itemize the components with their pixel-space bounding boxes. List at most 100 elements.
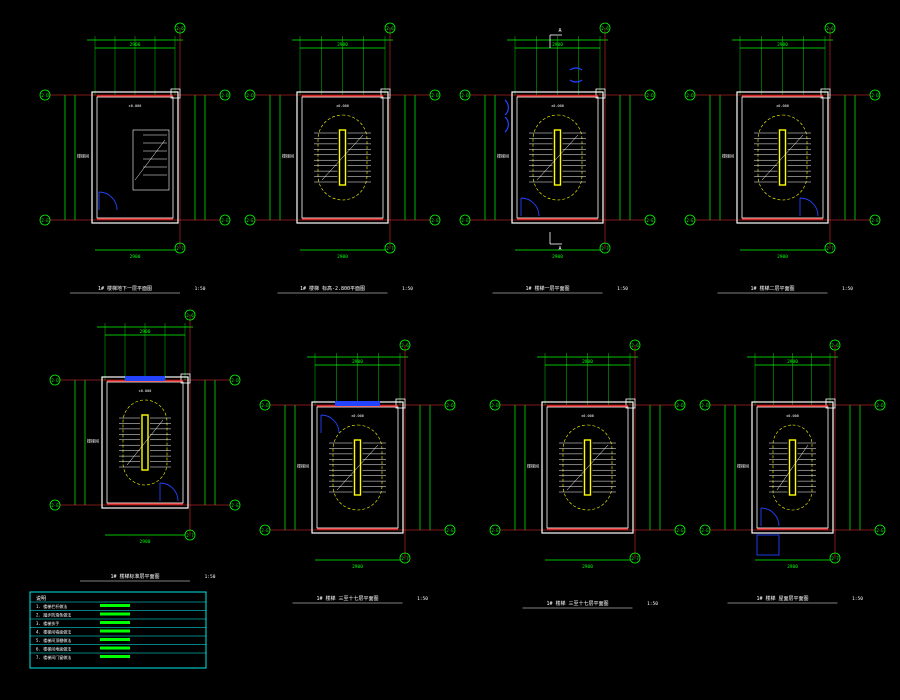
axis-bubble <box>39 214 51 226</box>
wall-outer <box>91 91 179 224</box>
axis-bubble <box>684 89 696 101</box>
axis-bubble-label: 2-E <box>676 528 684 533</box>
axis-bubble-label: 2-E <box>646 218 654 223</box>
notes-title: 说明 <box>36 595 46 602</box>
door-swing <box>320 414 340 434</box>
column <box>380 88 391 99</box>
axis-bubble <box>684 214 696 226</box>
wall-inner <box>301 96 384 219</box>
axis-bubble-label: 2-E <box>701 528 709 533</box>
notes-row-text: 7. 楼梯间门窗做法 <box>36 654 71 660</box>
dim-text-bottom: 2900 <box>552 254 563 260</box>
break-line <box>761 134 804 181</box>
axis-bubble <box>244 89 256 101</box>
room-label: 楼梯间 <box>722 153 734 159</box>
break-line <box>126 419 164 466</box>
axis-bubble <box>829 339 841 351</box>
axis-bubble-label: 2-7 <box>186 533 194 538</box>
door-swing <box>520 197 540 217</box>
plan-caption: 1# 楼梯二层平面图 <box>750 285 794 292</box>
axis-bubble <box>229 499 241 511</box>
door-swing <box>159 482 179 502</box>
axis-bubble-label: 2-7 <box>826 246 834 251</box>
window <box>335 401 380 406</box>
stair-run <box>132 129 170 191</box>
axis-bubble <box>174 242 186 254</box>
stair-well <box>553 129 562 186</box>
axis-bubble <box>699 524 711 536</box>
wall-outer <box>751 401 834 534</box>
axis-bubble <box>219 89 231 101</box>
dim-text-bottom: 2900 <box>352 564 363 570</box>
axis-bubble <box>629 339 641 351</box>
plan-scale: 1:50 <box>842 286 853 292</box>
wall-inner <box>516 96 599 219</box>
dim-text-bottom: 2900 <box>337 254 348 260</box>
wall-inner <box>756 406 829 529</box>
axis-bubble <box>489 524 501 536</box>
notes-value-bar <box>100 638 130 641</box>
room-label: 楼梯间 <box>77 153 89 159</box>
column <box>820 88 831 99</box>
axis-bubble-label: 2-D <box>261 403 269 408</box>
axis-bubble <box>244 214 256 226</box>
axis-bubble-label: 2-E <box>876 528 884 533</box>
column <box>180 373 191 384</box>
axis-bubble-label: 2-D <box>41 93 49 98</box>
break-line <box>566 444 609 491</box>
level-text: ±0.000 <box>581 414 594 418</box>
level-text: ±0.000 <box>786 414 799 418</box>
axis-bubble-label: 2-E <box>221 218 229 223</box>
plan-caption: 1# 楼梯 三至十七层平面图 <box>316 595 378 602</box>
stair-well <box>141 414 149 471</box>
landing-arc <box>332 424 383 511</box>
axis-bubble <box>599 22 611 34</box>
axis-bubble <box>644 89 656 101</box>
landing-arc <box>122 399 168 486</box>
axis-bubble-label: 2-7 <box>176 246 184 251</box>
stair-flight <box>119 399 171 486</box>
dim-text-bottom: 2900 <box>777 254 788 260</box>
door-swing <box>799 197 819 217</box>
landing-arc <box>562 424 613 511</box>
axis-bubble <box>674 524 686 536</box>
break-line <box>336 444 379 491</box>
axis-bubble-label: 2-E <box>686 218 694 223</box>
column <box>825 398 836 409</box>
axis-bubble <box>869 89 881 101</box>
axis-bubble-label: 2-6 <box>631 343 639 348</box>
stair-well <box>353 439 362 496</box>
roof-door <box>756 534 780 556</box>
axis-bubble-label: 2-6 <box>826 26 834 31</box>
axis-bubble <box>444 399 456 411</box>
plan-scale: 1:50 <box>402 286 413 292</box>
axis-bubble-label: 2-7 <box>386 246 394 251</box>
notes-value-bar <box>100 655 130 658</box>
axis-bubble-label: 2-E <box>446 528 454 533</box>
axis-bubble <box>829 552 841 564</box>
window <box>125 376 165 381</box>
landing-arc <box>772 424 813 511</box>
axis-bubble <box>824 242 836 254</box>
axis-bubble-label: 2-6 <box>401 343 409 348</box>
plan-caption: 1# 楼梯标准层平面图 <box>110 573 159 580</box>
axis-bubble-label: 2-D <box>676 403 684 408</box>
column <box>625 398 636 409</box>
break-line <box>134 139 166 181</box>
door-swing <box>98 191 118 211</box>
dim-text-bottom: 2900 <box>787 564 798 570</box>
axis-bubble-label: 2-7 <box>631 556 639 561</box>
section-label-top: A <box>558 28 561 34</box>
landing-arc <box>532 114 583 201</box>
axis-bubble-label: 2-D <box>871 93 879 98</box>
landing-arc <box>317 114 368 201</box>
notes-frame <box>29 591 207 669</box>
room-label: 楼梯间 <box>497 153 509 159</box>
axis-bubble <box>184 529 196 541</box>
